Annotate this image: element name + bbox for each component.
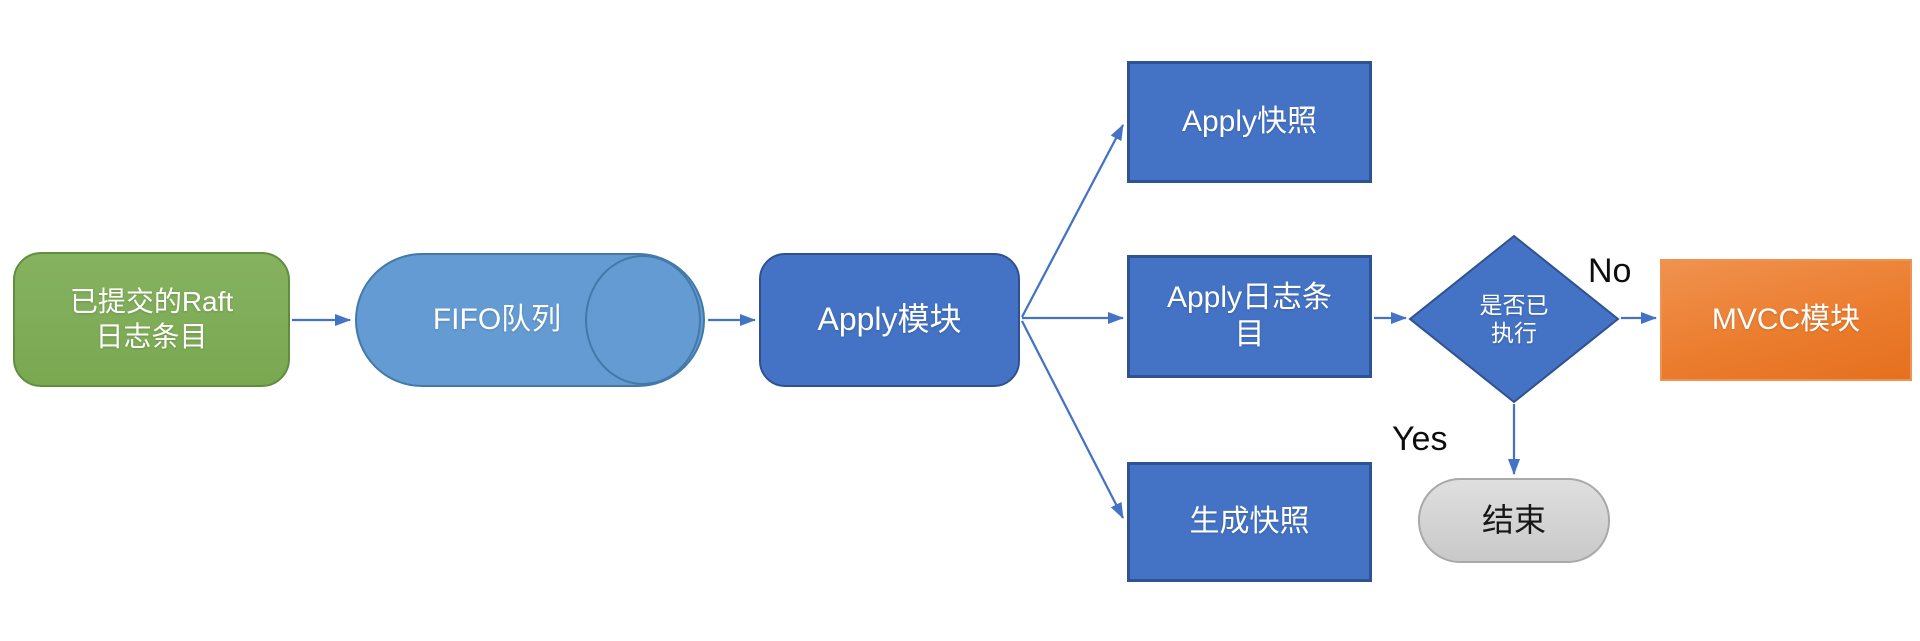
node-apply-snapshot: Apply快照 [1127,61,1372,183]
node-decision-executed: 是否已 执行 [1424,285,1604,353]
edge-apply-module-to-generate-snapshot [1020,320,1125,519]
decision-diamond-shape [1408,234,1620,404]
node-mvcc-module-label: MVCC模块 [1711,302,1861,336]
node-fifo-queue: FIFO队列 [355,253,705,387]
node-generate-snapshot: 生成快照 [1127,462,1372,582]
node-apply-log-entries-label: Apply日志条 目 [1166,280,1333,351]
node-end-label: 结束 [1481,501,1546,538]
node-apply-module-label: Apply模块 [817,301,962,338]
node-decision-executed-label: 是否已 执行 [1479,291,1549,346]
node-apply-snapshot-label: Apply快照 [1181,104,1318,138]
node-mvcc-module: MVCC模块 [1660,259,1912,381]
node-end: 结束 [1418,478,1610,563]
edge-apply-module-to-apply-snapshot [1021,124,1124,318]
edge-label-no: No [1588,252,1632,290]
cylinder-face-ellipse [585,255,701,385]
node-fifo-queue-label: FIFO队列 [432,302,562,336]
node-apply-log-entries: Apply日志条 目 [1127,255,1372,378]
node-generate-snapshot-label: 生成快照 [1189,504,1310,538]
node-committed-raft-label: 已提交的Raft 日志条目 [69,286,234,352]
node-committed-raft-log-entries: 已提交的Raft 日志条目 [13,252,290,387]
node-apply-module: Apply模块 [759,253,1020,387]
edge-label-yes: Yes [1392,420,1448,458]
